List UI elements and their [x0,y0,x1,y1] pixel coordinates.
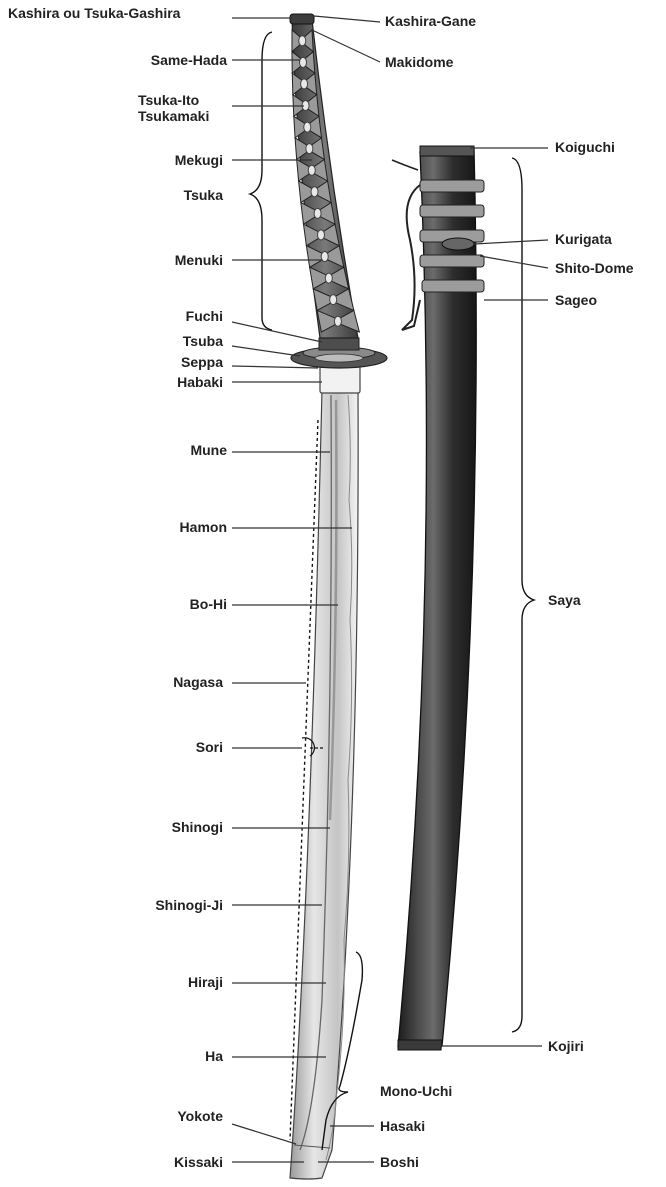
label-seppa: Seppa [181,354,223,370]
koiguchi [419,145,475,157]
same-hada-diamond [324,272,333,284]
saya-brace [511,157,537,1033]
label-saya: Saya [548,592,581,608]
saya-group [391,145,485,1051]
label-mune: Mune [190,442,227,458]
label-hiraji: Hiraji [188,974,223,990]
sori-arc [301,737,316,757]
same-hada-diamond [303,121,312,133]
tsuka-brace [247,31,273,331]
labels: Kashira ou Tsuka-Gashira Kashira-Gane Sa… [8,5,634,1170]
label-tsukamaki: Tsukamaki [138,108,209,124]
label-mekugi: Mekugi [175,152,223,168]
label-sageo: Sageo [555,292,597,308]
same-hada-diamond [305,143,314,155]
same-hada-diamond [310,186,319,198]
tsuba-inner [314,353,364,363]
label-hamon: Hamon [180,519,227,535]
same-hada-diamond [329,294,338,306]
nagasa-dashed-line [289,419,319,1141]
hamon-line [325,394,353,1161]
label-bo-hi: Bo-Hi [190,596,227,612]
same-hada-diamond [320,251,329,262]
same-hada-diamond [298,35,307,47]
label-kojiri: Kojiri [548,1038,584,1054]
label-kissaki: Kissaki [174,1154,223,1170]
mono-uchi-brace [321,951,364,1151]
label-makidome: Makidome [385,54,454,70]
kojiri [397,1039,443,1051]
label-fuchi: Fuchi [186,308,223,324]
label-menuki: Menuki [175,252,223,268]
label-kashira-gane: Kashira-Gane [385,13,476,29]
same-hada-diamond [300,78,309,90]
label-nagasa: Nagasa [173,674,223,690]
label-kashira: Kashira ou Tsuka-Gashira [8,5,181,21]
same-hada-diamond [299,56,308,68]
kashira [289,13,315,25]
label-kurigata: Kurigata [555,231,612,247]
label-shinogi: Shinogi [172,819,223,835]
label-shinogi-ji: Shinogi-Ji [155,897,223,913]
label-boshi: Boshi [380,1154,419,1170]
fuchi [318,337,360,351]
tsuka-ito-wraps [291,28,361,333]
same-hada-diamond [307,164,316,176]
label-hasaki: Hasaki [380,1118,425,1134]
sageo-cord [391,159,485,331]
same-hada-diamond [333,315,342,327]
label-sori: Sori [196,739,223,755]
shinogi-ridge [299,394,332,1151]
bo-hi-groove [328,399,338,821]
yokote-line [293,1144,331,1149]
label-shito-dome: Shito-Dome [555,260,634,276]
label-tsuba: Tsuba [183,333,223,349]
sword [289,13,388,1180]
leader-lines [231,15,549,1163]
label-koiguchi: Koiguchi [555,139,615,155]
same-hada-diamond [316,229,325,241]
label-ha: Ha [205,1048,223,1064]
kurigata [441,237,475,251]
label-mono-uchi: Mono-Uchi [380,1083,452,1099]
label-yokote: Yokote [177,1108,223,1124]
label-tsuka: Tsuka [184,187,224,203]
label-habaki: Habaki [177,374,223,390]
label-same-hada: Same-Hada [151,52,227,68]
label-tsuka-ito: Tsuka-Ito [138,92,199,108]
habaki [319,364,361,394]
same-hada-diamond [313,207,322,219]
